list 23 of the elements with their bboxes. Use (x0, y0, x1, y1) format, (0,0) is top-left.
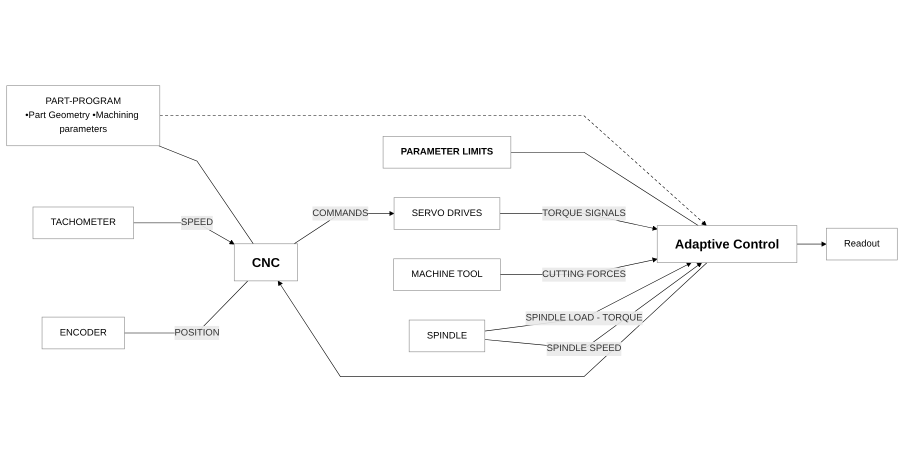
edge-label: COMMANDS (312, 208, 368, 219)
arrow (278, 262, 708, 378)
arrow (796, 242, 827, 248)
node-box: SPINDLE (408, 320, 486, 352)
edge-label: SPEED (181, 218, 213, 228)
node-box: TACHOMETER (32, 207, 134, 240)
node-box: PARAMETER LIMITS (382, 136, 512, 169)
edge-label: SPINDLE LOAD - TORQUE (526, 313, 642, 324)
node-box: Readout (826, 228, 898, 261)
connector (158, 146, 254, 244)
node-box: SERVO DRIVES (394, 198, 500, 230)
node-box: ENCODER (42, 317, 125, 350)
edge-label: SPINDLE SPEED (546, 344, 622, 354)
edge-label: CUTTING FORCES (542, 270, 626, 280)
edge-label: TORQUE SIGNALS (542, 208, 626, 219)
arrow (484, 262, 692, 332)
node-box: CNC (234, 244, 298, 282)
node-box: PART-PROGRAM •Part Geometry •Machining parameters (6, 86, 160, 146)
node-box: Adaptive Control (656, 226, 798, 264)
edge-label: POSITION (174, 328, 220, 338)
connector (510, 152, 698, 226)
arrow (160, 116, 707, 226)
node-box: MACHINE TOOL (393, 258, 501, 292)
